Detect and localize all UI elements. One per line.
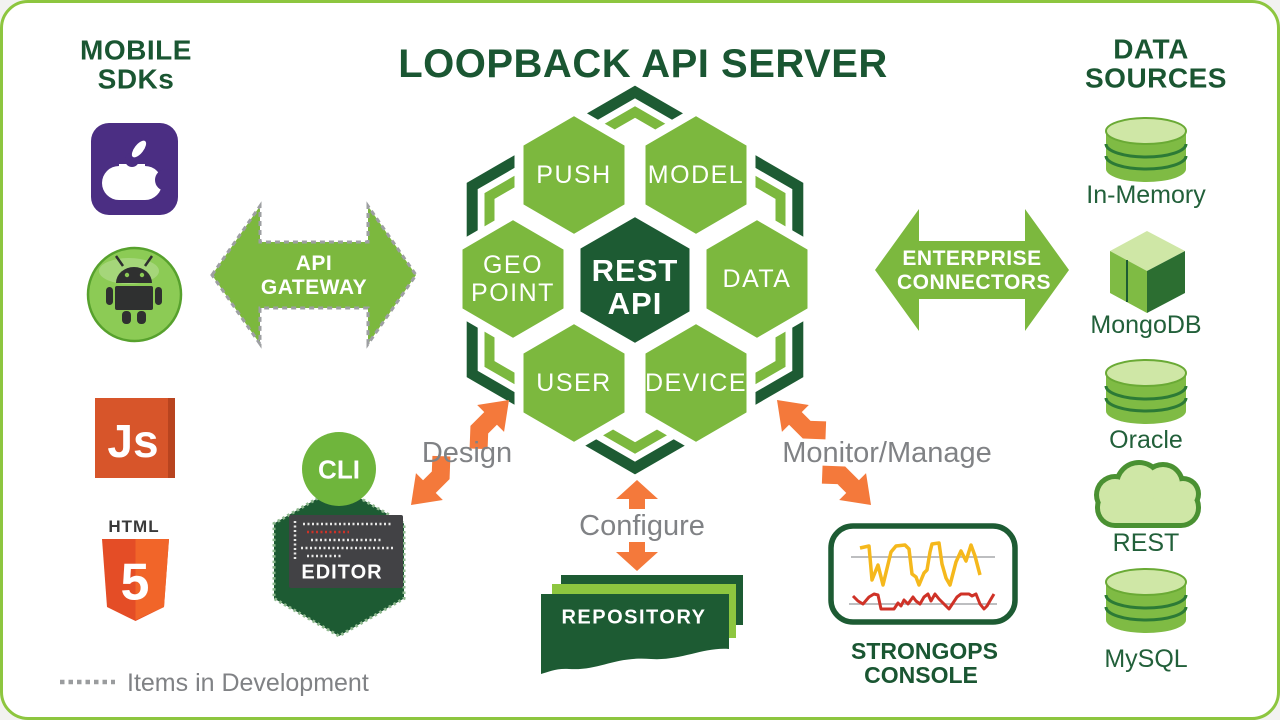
data-source-label-mongodb: MongoDB bbox=[1090, 310, 1202, 339]
page-title: LOOPBACK API SERVER bbox=[398, 42, 888, 86]
hex-label-push: PUSH bbox=[536, 161, 612, 189]
data-sources-heading: DATA SOURCES bbox=[1085, 33, 1227, 94]
api-gateway-label: API GATEWAY bbox=[260, 252, 368, 299]
javascript-icon-text: Js bbox=[107, 414, 159, 467]
cube-icon bbox=[1110, 231, 1185, 313]
data-source-label-oracle: Oracle bbox=[1109, 425, 1183, 454]
design-label: Design bbox=[421, 436, 513, 469]
cli-label: CLI bbox=[318, 454, 360, 485]
legend-label: Items in Development bbox=[127, 669, 369, 697]
hex-label-user: USER bbox=[536, 369, 612, 397]
apple-icon bbox=[91, 123, 178, 215]
enterprise-connectors-label: ENTERPRISE CONNECTORS bbox=[897, 247, 1051, 294]
html5-icon-wordmark: HTML bbox=[108, 517, 160, 537]
hex-label-data: DATA bbox=[722, 265, 792, 293]
configure-label: Configure bbox=[579, 509, 705, 542]
data-source-label-in-memory: In-Memory bbox=[1086, 180, 1206, 209]
hex-label-geo-point: GEO POINT bbox=[471, 251, 555, 307]
repository-label: REPOSITORY bbox=[561, 606, 707, 629]
database-cylinder-icon bbox=[1104, 359, 1188, 424]
configure-arrow-down bbox=[616, 542, 658, 571]
data-source-label-rest: REST bbox=[1112, 528, 1180, 557]
mobile-sdks-heading: MOBILE SDKs bbox=[80, 34, 192, 95]
data-source-label-mysql: MySQL bbox=[1104, 644, 1188, 673]
strongops-console-label: STRONGOPS CONSOLE bbox=[851, 638, 998, 688]
hex-label-model: MODEL bbox=[647, 161, 745, 189]
strongops-console-box bbox=[828, 523, 1018, 625]
html5-icon-number: 5 bbox=[120, 553, 150, 612]
hex-label-device: DEVICE bbox=[644, 369, 748, 397]
database-cylinder-icon bbox=[1104, 117, 1188, 182]
editor-label: EDITOR bbox=[301, 561, 383, 584]
hex-label-rest-api: REST API bbox=[591, 253, 679, 321]
android-icon bbox=[86, 246, 183, 343]
database-cylinder-icon bbox=[1104, 568, 1188, 633]
configure-arrow-up bbox=[616, 480, 658, 509]
cloud-icon bbox=[1094, 460, 1201, 528]
monitor-manage-label: Monitor/Manage bbox=[782, 436, 992, 469]
line-chart-icon bbox=[849, 541, 997, 611]
